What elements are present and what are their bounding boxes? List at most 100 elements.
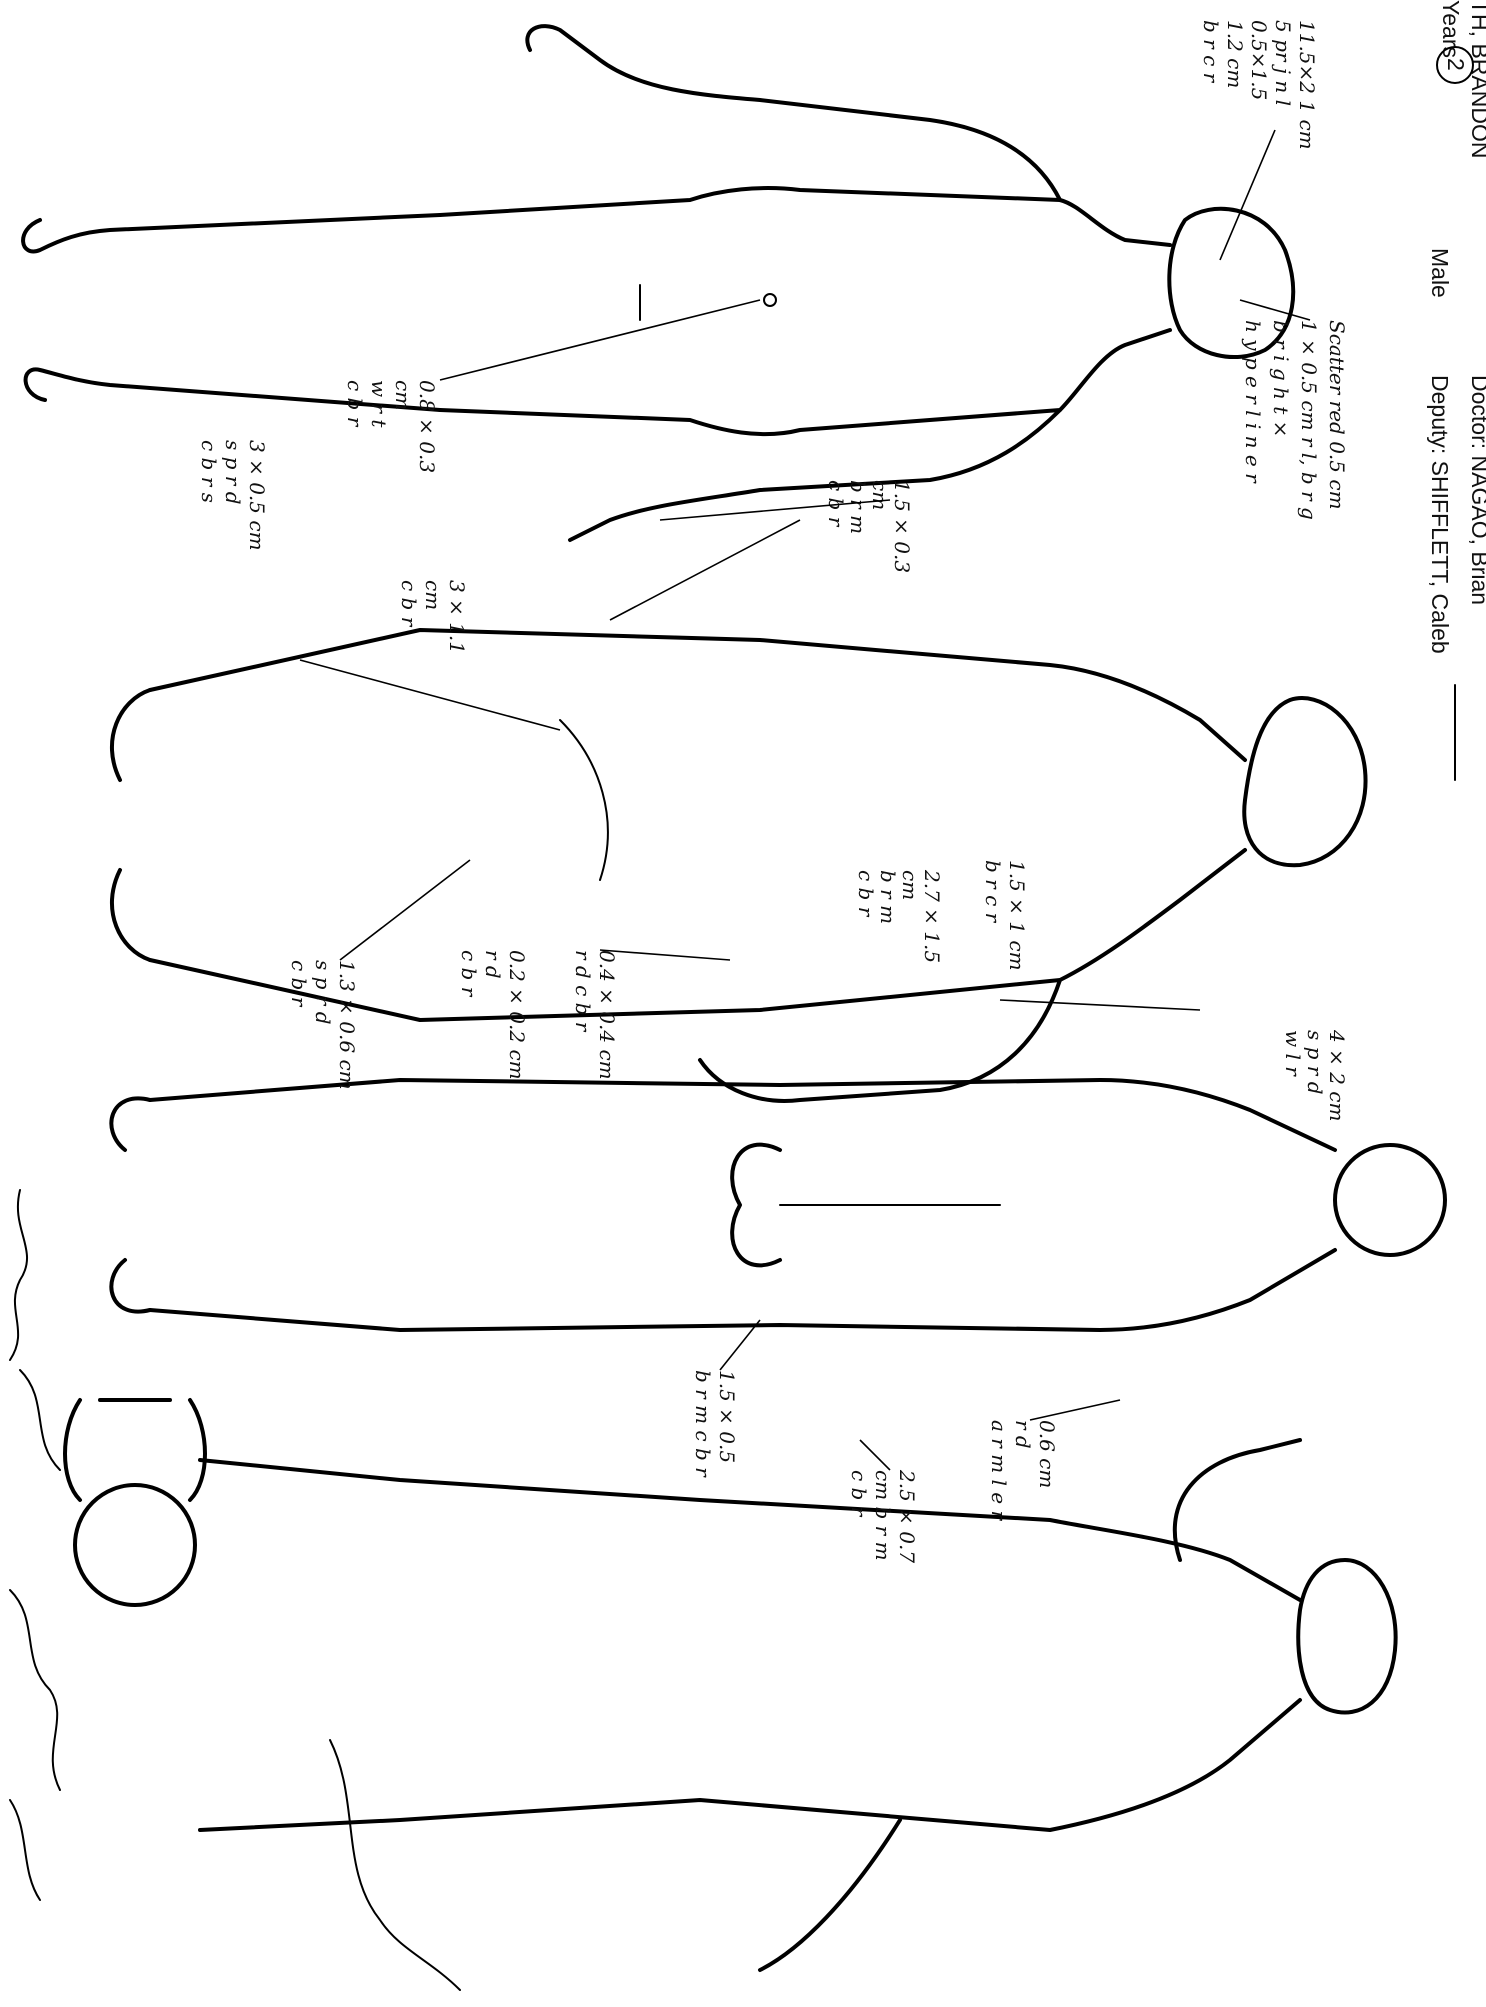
annotation-text: 5 pr j n l [1271, 20, 1295, 106]
annotation-13: 0.6 cm r d a r m l e r [987, 1420, 1059, 1521]
lateral-body-figure [112, 630, 1366, 1101]
annotation-text: 11.5×2 1 cm [1295, 20, 1319, 150]
annotation-3: 1.5 × 0.3 cm b r m c b r [824, 480, 914, 573]
lateral-2-raised-arm [1175, 1440, 1300, 1560]
age-unit-label: Years [1438, 0, 1464, 58]
posterior-buttocks [732, 1145, 780, 1266]
annotation-text: 1.5 × 0.5 [715, 1370, 739, 1463]
annotation-11: 1.3 × 0.6 cm s p r d c b r [287, 960, 359, 1090]
patient-name: TH, BRANDON [1467, 0, 1486, 158]
annotation-14: 2.5 × 0.7 cm b r m c b r [847, 1469, 919, 1563]
annotation-text: 3 × 0.5 cm [245, 440, 269, 551]
annotation-text: c b r [343, 380, 367, 428]
leader-line [1030, 1400, 1120, 1420]
posterior-upper-contour [150, 1080, 1335, 1150]
annotation-text: b r c r [981, 860, 1005, 924]
leader-line [340, 860, 470, 960]
top-view-head [75, 1485, 195, 1605]
annotation-1: 11.5×2 1 cm 5 pr j n l 0.5×1.5 1.2 cm b … [1199, 20, 1319, 150]
annotation-text: r d [481, 950, 505, 979]
annotation-2: Scatter red 0.5 cm 1 × 0.5 cm r l, b r g… [1241, 320, 1349, 520]
annotation-text: 2.7 × 1.5 [920, 869, 944, 963]
annotation-text: w l r [1281, 1030, 1305, 1077]
lateral-head [1244, 698, 1365, 865]
anterior-navel [764, 294, 776, 306]
annotation-text: s p r d [221, 440, 245, 505]
annotation-10: 0.2 × 0.2 cm r d c b r [457, 950, 529, 1080]
annotation-text: cm [391, 380, 415, 410]
annotation-text: b r m [876, 870, 900, 924]
leader-line [860, 1440, 890, 1470]
handwritten-annotations: 11.5×2 1 cm 5 pr j n l 0.5×1.5 1.2 cm b … [197, 20, 1349, 1563]
annotation-text: h y p e r l i n e r [1241, 320, 1265, 484]
posterior-head [1335, 1145, 1445, 1255]
anterior-torso-upper-edge [440, 188, 1170, 245]
lateral-glute-line [560, 720, 608, 880]
annotation-text: 2.5 × 0.7 [895, 1469, 919, 1563]
annotation-text: b r m c b r [691, 1370, 715, 1478]
annotation-text: c b r [287, 960, 311, 1008]
doctor-label: Doctor: NAGAO, Brian [1467, 375, 1486, 605]
annotation-text: b r i g h t × [1269, 320, 1293, 437]
leader-line [1000, 1000, 1200, 1010]
annotation-4: 0.8 × 0.3 cm w r t c b r [343, 380, 439, 473]
anterior-torso-lower-edge [440, 330, 1170, 434]
lateral-2-front-contour [200, 1700, 1300, 1830]
annotation-text: 1 × 0.5 cm r l, b r g [1297, 320, 1321, 520]
annotation-text: 0.5×1.5 [1247, 20, 1271, 100]
posterior-feet [111, 1098, 150, 1311]
form-header: TH, BRANDON Years Male Doctor: NAGAO, Br… [1427, 0, 1486, 780]
annotation-text: 0.8 × 0.3 [415, 380, 439, 473]
sex-label: Male [1427, 248, 1453, 298]
annotation-text: 0.6 cm [1035, 1420, 1059, 1488]
annotation-text: Scatter red 0.5 cm [1325, 320, 1349, 510]
lateral-back-contour [150, 630, 1245, 760]
annotation-text: cm [421, 580, 445, 610]
annotation-text: s p r d [311, 960, 335, 1025]
signature [10, 1190, 60, 1900]
annotation-12: 4 × 2 cm s p r d w l r [1281, 1029, 1349, 1121]
annotation-text: 1.5 × 0.3 [890, 480, 914, 573]
anterior-right-leg [23, 215, 440, 251]
top-head-view [65, 1400, 205, 1605]
annotation-text: 1.2 cm [1223, 20, 1247, 88]
annotation-text: c b r [847, 1470, 871, 1518]
annotation-text: s p r d [1303, 1030, 1327, 1095]
annotation-text: 4 × 2 cm [1325, 1029, 1349, 1121]
deputy-label: Deputy: SHIFFLETT, Caleb [1427, 375, 1453, 654]
leader-line [1240, 300, 1310, 320]
annotation-text: r d [1011, 1420, 1035, 1449]
annotation-text: c b r [457, 950, 481, 998]
lateral-2-back-contour [200, 1460, 1300, 1600]
leader-line [300, 660, 560, 730]
annotation-text: w r t [367, 380, 391, 428]
annotation-text: c b r [854, 870, 878, 918]
annotation-9: 0.4 × 0.4 cm r d c b r [571, 950, 619, 1080]
annotation-text: cm [898, 870, 922, 900]
annotation-text: 0.4 × 0.4 cm [595, 950, 619, 1080]
lateral-body-figure-2 [200, 1440, 1396, 1970]
annotation-text: r d c b r [571, 950, 595, 1033]
annotation-7: 1.5 × 1 cm b r c r [981, 860, 1029, 971]
posterior-body-figure [111, 1080, 1445, 1330]
annotation-text: b r m [846, 480, 870, 534]
lateral-feet [112, 690, 150, 960]
annotation-text: 3 × 1.1 [445, 580, 469, 654]
lateral-2-lower-arm [760, 1820, 900, 1970]
annotation-text: 1.5 × 1 cm [1005, 860, 1029, 971]
annotation-text: 1.3 × 0.6 cm [335, 960, 359, 1090]
annotation-8: 2.7 × 1.5 cm b r m c b r [854, 869, 944, 963]
leader-line [440, 300, 760, 380]
lateral-2-head [1298, 1560, 1395, 1713]
posterior-lower-contour [150, 1250, 1335, 1330]
leader-line [610, 520, 800, 620]
annotation-text: c b r s [197, 440, 221, 503]
anterior-right-arm [527, 26, 1060, 200]
annotation-text: c b r [397, 580, 421, 628]
annotation-5: 3 × 1.1 cm c b r [397, 580, 469, 654]
annotation-text: 0.2 × 0.2 cm [505, 950, 529, 1080]
annotation-leaders [300, 130, 1310, 1470]
annotation-text: a r m l e r [987, 1420, 1011, 1521]
leader-line [1220, 130, 1275, 260]
